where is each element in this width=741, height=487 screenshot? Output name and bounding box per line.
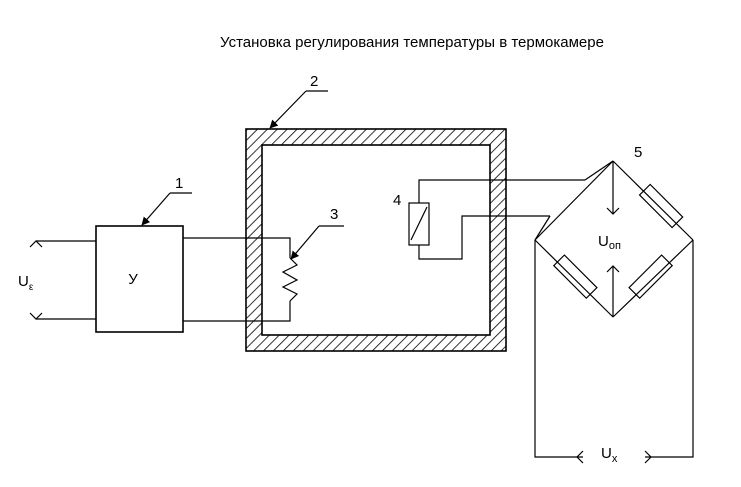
sensor-number: 4 <box>393 192 401 209</box>
input-voltage-label: Uε <box>18 273 34 293</box>
callout-3 <box>290 225 344 260</box>
bridge-resistor-bottom-left <box>552 254 598 300</box>
temperature-sensor <box>408 179 585 260</box>
callout-1-number: 1 <box>175 175 183 192</box>
bridge-resistor-bottom-right <box>628 254 674 300</box>
input-voltage-symbol: U <box>18 273 29 290</box>
chamber-wall-hatch <box>246 129 506 351</box>
output-voltage-label: Ux <box>601 445 618 465</box>
chamber-inner-outline <box>261 144 491 336</box>
callout-3-number: 3 <box>330 206 338 223</box>
amplifier-label: У <box>128 271 138 288</box>
chamber-outer-outline <box>245 128 507 352</box>
reference-voltage-label: Uоп <box>598 233 621 252</box>
callout-1 <box>141 192 192 226</box>
measuring-bridge <box>534 160 694 318</box>
reference-voltage-symbol: U <box>598 233 609 250</box>
amplifier-block <box>95 225 184 333</box>
input-voltage-subscript: ε <box>29 282 34 293</box>
diagram-title: Установка регулирования температуры в те… <box>220 34 604 51</box>
reference-voltage-subscript: оп <box>609 240 621 252</box>
input-terminals <box>29 240 96 320</box>
callout-2-number: 2 <box>310 73 318 90</box>
thermochamber <box>245 128 507 352</box>
output-terminals <box>534 240 694 464</box>
heater-element <box>281 257 299 302</box>
bridge-resistor-top-right <box>638 183 684 229</box>
output-voltage-subscript: x <box>612 453 618 465</box>
callout-2 <box>269 90 328 129</box>
output-voltage-symbol: U <box>601 445 612 462</box>
bridge-number: 5 <box>634 144 642 161</box>
heater-circuit <box>183 237 299 322</box>
